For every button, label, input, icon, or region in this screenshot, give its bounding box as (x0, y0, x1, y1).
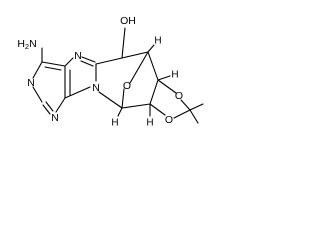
bond-n9-c-anomeric (98, 91, 123, 109)
bond-n3-c4 (55, 97, 66, 113)
bond-c-lower-o (149, 103, 166, 116)
bond-o-bridge-c-top (129, 51, 149, 84)
bond-c5-c6 (41, 61, 66, 67)
bond-n1-c2 (32, 86, 43, 103)
chemical-structure-diagram: H2N N N N N OH O O O H H H H (17, 15, 204, 129)
bond-c-right-c-lower (149, 79, 159, 105)
hydroxyl-label: OH (120, 15, 136, 27)
bond-o-upper-cme2 (180, 99, 191, 111)
bond-c-right-o (157, 79, 177, 94)
dioxolane-oxygen-lower-label: O (165, 114, 173, 126)
bridge-oxygen-label: O (123, 80, 131, 92)
pyrimidine-n3-label: N (51, 112, 59, 124)
stereo-hydrogen-right-label: H (171, 70, 178, 81)
amino-group-label: H2N (17, 38, 36, 51)
bond-n7-c8-a (81, 56, 96, 63)
stereo-hydrogen-lower-left-label: H (111, 118, 118, 129)
atom-labels: H2N N N N N OH O O O H H H H (17, 15, 183, 129)
bond-c5-n7 (64, 57, 74, 67)
bond-n7-c8-b (80, 60, 94, 67)
bond-lines (32, 27, 204, 124)
bond-c-top-h (147, 44, 155, 53)
stereo-hydrogen-lower-right-label: H (146, 118, 153, 129)
bond-c6-n1 (32, 61, 43, 79)
bond-c-top-c-right (147, 51, 159, 81)
bond-cme2-methyl-2 (189, 109, 199, 124)
bond-c-oh-c-top (121, 51, 149, 59)
bond-c2-n3-a (45, 101, 54, 112)
imidazole-n9-label: N (92, 82, 100, 94)
bond-c-lower-c-anomeric (121, 103, 151, 109)
imidazole-n7-label: N (74, 50, 82, 62)
bond-c-anomeric-h (117, 107, 123, 117)
bond-c-anomeric-o-bridge (121, 88, 125, 109)
bond-c-right-h (157, 75, 171, 81)
dioxolane-oxygen-upper-label: O (175, 90, 183, 102)
stereo-hydrogen-top-label: H (154, 36, 161, 47)
bond-o-lower-cme2 (173, 109, 191, 119)
pyrimidine-n1-label: N (27, 77, 35, 89)
bond-c-oh-o (121, 27, 126, 59)
bond-c5-c6-inner (44, 66, 62, 71)
bond-c2-n3-b (42, 104, 51, 115)
bond-c8-c-oh (95, 57, 123, 65)
bond-cme2-methyl-1 (189, 103, 204, 111)
bond-n9-c4 (64, 86, 91, 99)
